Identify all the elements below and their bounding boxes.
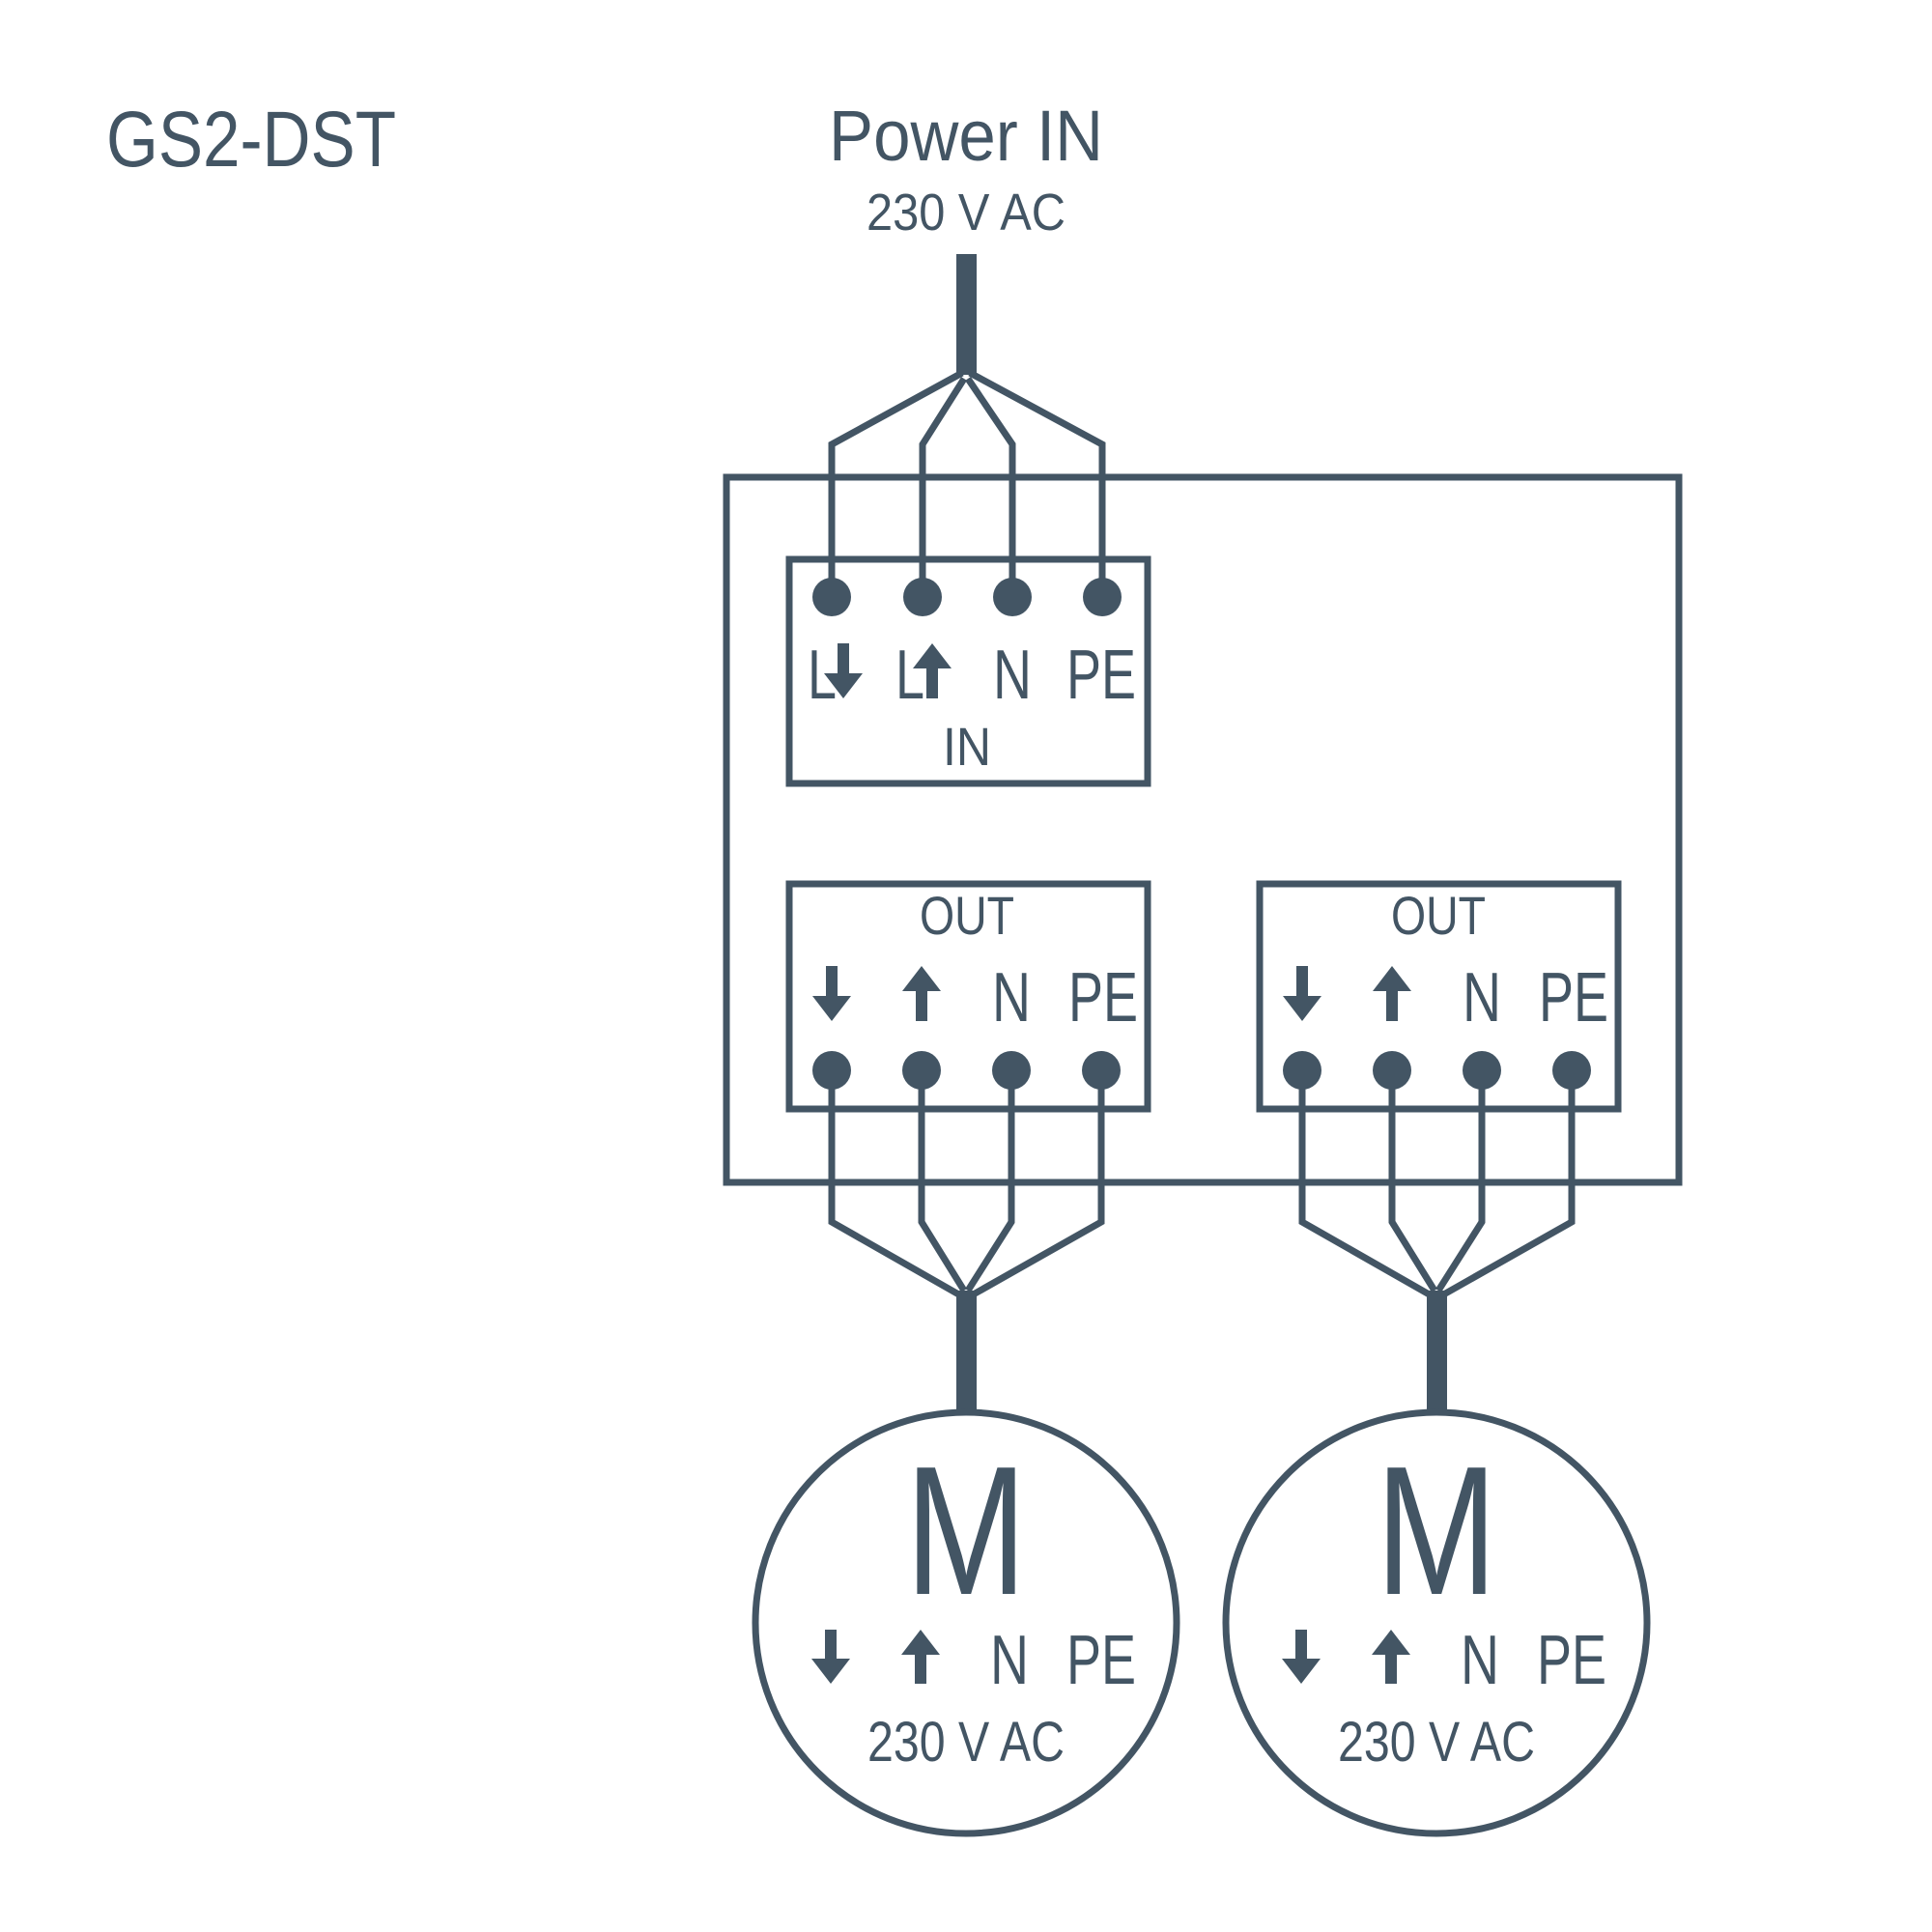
arrow-down-icon-head: [1282, 1659, 1321, 1684]
power-in-voltage: 230 V AC: [867, 184, 1065, 242]
in-label-l-up-letter: L: [895, 637, 924, 714]
out-block-1-label: OUT: [920, 885, 1014, 946]
out-2-terminal-dot-down: [1283, 1051, 1321, 1090]
out-1-wire-n: [965, 1070, 1015, 1293]
out-1-label-n: N: [992, 959, 1031, 1037]
arrow-up-icon-shaft: [915, 1653, 926, 1684]
arrow-up-icon-shaft: [1386, 989, 1398, 1021]
power-in-label: Power IN: [829, 96, 1103, 176]
in-terminal-block: [785, 555, 1151, 787]
power-in-wire-pe: [968, 369, 1106, 597]
arrow-down-icon: [824, 643, 863, 698]
out-1-terminal-dot-up: [902, 1051, 941, 1090]
out-1-terminal-dot-down: [812, 1051, 851, 1090]
out-2-wire-pe: [1438, 1070, 1576, 1300]
motor-1-cable: [956, 1291, 977, 1412]
arrow-up-icon-head: [913, 643, 952, 668]
motor-2-circle: [1222, 1408, 1651, 1837]
arrow-up-icon-head: [901, 1630, 940, 1655]
arrow-up-icon: [1372, 1630, 1410, 1684]
out-terminal-block-1: [785, 880, 1151, 1113]
arrow-down-icon-head: [1283, 996, 1321, 1021]
in-label-n: N: [993, 637, 1032, 714]
power-in-cable: [956, 254, 977, 375]
in-terminal-dot-n: [993, 578, 1032, 616]
arrow-down-icon-shaft: [1296, 966, 1308, 998]
motor-2-symbol: M: [1376, 1429, 1497, 1634]
in-block-label: IN: [943, 716, 991, 777]
device-enclosure: [723, 473, 1683, 1186]
out-block-2-label: OUT: [1391, 885, 1486, 946]
arrow-up-icon-shaft: [916, 989, 927, 1021]
out-2-terminal-dot-n: [1463, 1051, 1501, 1090]
motor-1-voltage: 230 V AC: [867, 1711, 1065, 1774]
out-1-wire-down: [828, 1070, 964, 1300]
in-label-pe: PE: [1066, 637, 1136, 714]
arrow-down-icon: [811, 1630, 850, 1684]
arrow-down-icon-head: [811, 1659, 850, 1684]
arrow-down-icon: [1283, 966, 1321, 1021]
arrow-up-icon-shaft: [926, 667, 938, 698]
arrow-down-icon-shaft: [838, 643, 849, 675]
motor-1-label-n: N: [990, 1622, 1029, 1699]
motor-2-label-n: N: [1461, 1622, 1499, 1699]
in-terminal-dot-l-up: [903, 578, 942, 616]
arrow-up-icon-head: [1373, 966, 1411, 991]
out-2-label-n: N: [1463, 959, 1501, 1037]
out-terminal-block-2: [1256, 880, 1622, 1113]
out-1-wire-up: [918, 1070, 967, 1293]
out-2-label-pe: PE: [1539, 959, 1608, 1037]
arrow-down-icon-head: [824, 673, 863, 698]
motor-2-voltage: 230 V AC: [1338, 1711, 1535, 1774]
out-2-wire-up: [1388, 1070, 1437, 1293]
out-2-wire-n: [1435, 1070, 1486, 1293]
product-title: GS2-DST: [106, 96, 396, 184]
arrow-up-icon-head: [1372, 1630, 1410, 1655]
motor-1-symbol: M: [905, 1429, 1027, 1634]
power-in-wire-n: [965, 377, 1016, 597]
motor-1-label-pe: PE: [1066, 1622, 1136, 1699]
power-in-wire-l-down: [828, 369, 964, 597]
out-1-label-pe: PE: [1068, 959, 1138, 1037]
in-terminal-dot-pe: [1083, 578, 1122, 616]
arrow-down-icon-shaft: [1295, 1630, 1307, 1661]
out-1-terminal-dot-n: [992, 1051, 1031, 1090]
out-1-wire-pe: [968, 1070, 1105, 1300]
motor-2-label-pe: PE: [1537, 1622, 1606, 1699]
in-terminal-dot-l-down: [812, 578, 851, 616]
out-2-wire-down: [1298, 1070, 1435, 1300]
arrow-down-icon: [1282, 1630, 1321, 1684]
motor-2-cable: [1427, 1291, 1447, 1412]
arrow-up-icon: [902, 966, 941, 1021]
arrow-down-icon-shaft: [826, 966, 838, 998]
arrow-down-icon-shaft: [825, 1630, 837, 1661]
arrow-up-icon-shaft: [1385, 1653, 1397, 1684]
arrow-up-icon: [1373, 966, 1411, 1021]
arrow-up-icon: [913, 643, 952, 698]
out-2-terminal-dot-up: [1373, 1051, 1411, 1090]
power-in-wire-l-up: [919, 377, 967, 597]
arrow-down-icon: [812, 966, 851, 1021]
out-2-terminal-dot-pe: [1552, 1051, 1591, 1090]
motor-1-circle: [752, 1408, 1180, 1837]
out-1-terminal-dot-pe: [1082, 1051, 1121, 1090]
arrow-down-icon-head: [812, 996, 851, 1021]
arrow-up-icon-head: [902, 966, 941, 991]
arrow-up-icon: [901, 1630, 940, 1684]
